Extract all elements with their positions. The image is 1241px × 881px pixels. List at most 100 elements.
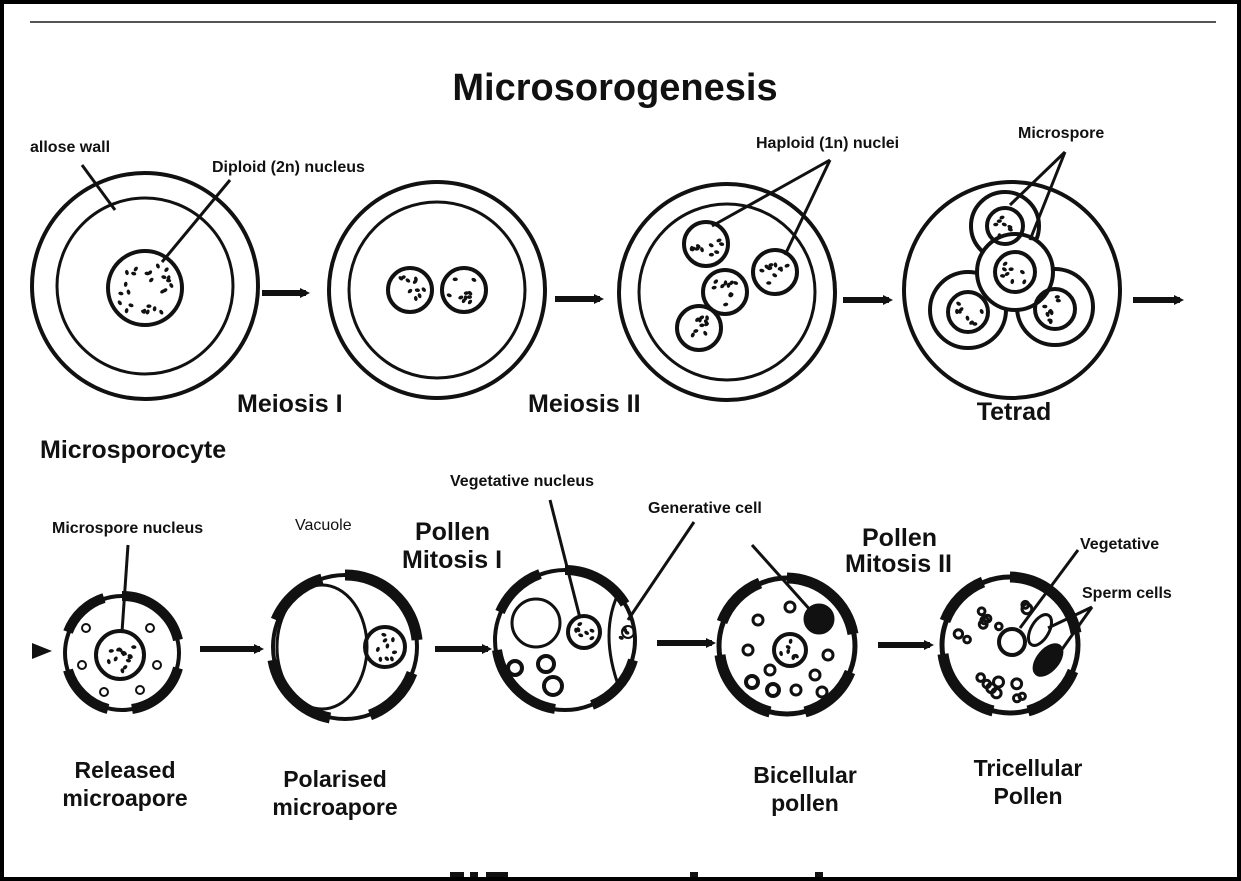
diploid-nucleus-pointer <box>162 180 230 262</box>
chromatin-speck <box>152 306 156 312</box>
microspore-nucleus-chromatin <box>106 645 136 674</box>
chromatin-speck <box>733 280 739 285</box>
organelle-ring <box>964 636 971 643</box>
chromatin-speck <box>405 277 411 283</box>
pollen-mitosis-1-cell <box>495 570 635 710</box>
chromatin-speck <box>788 638 792 644</box>
chromatin-speck <box>168 282 174 288</box>
chromatin-speck <box>784 263 790 268</box>
released-caption-line1: Released <box>74 757 175 783</box>
chromatin-speck <box>163 267 169 273</box>
vegetative-nucleus-pointer <box>550 500 580 618</box>
chromatin-speck <box>779 651 784 657</box>
organelle-ring <box>996 623 1003 630</box>
sperm-cells-label: Sperm cells <box>1082 585 1172 602</box>
chromatin-speck <box>713 279 719 285</box>
chromatin-speck <box>407 288 413 294</box>
chromatin-speck <box>714 250 720 255</box>
chromatin-speck <box>711 285 717 290</box>
bicellular-vegetative-chromatin <box>779 638 800 660</box>
chromatin-speck <box>772 272 778 278</box>
chromatin-speck <box>384 656 390 662</box>
arrow-in-released <box>32 643 52 659</box>
pollen-mitosis-1-label-line1: Pollen <box>415 518 490 546</box>
polarised-caption-line2: microapore <box>272 794 397 820</box>
chromatin-speck <box>378 657 382 662</box>
chromatin-speck <box>161 275 167 280</box>
tricellular-caption-line1: Tricellular <box>974 755 1083 781</box>
haploid-nucleus-2 <box>759 262 790 285</box>
meiosis-2-label: Meiosis II <box>528 390 641 418</box>
chromatin-speck <box>118 291 124 296</box>
chromatin-speck <box>391 637 395 642</box>
chromatin-speck <box>126 289 131 295</box>
generative-cell-pointer <box>628 522 694 620</box>
haploid-nuclei-label: Haploid (1n) nuclei <box>756 135 899 152</box>
allose-wall-label: allose wall <box>30 139 110 156</box>
chromatin-speck <box>124 281 128 287</box>
chromatin-speck <box>113 656 119 662</box>
chromatin-speck <box>106 659 111 665</box>
meiosis-1-chromatin-b <box>446 277 477 305</box>
chromatin-speck <box>766 281 771 285</box>
released-caption-line2: microapore <box>62 785 187 811</box>
chromatin-speck <box>589 628 595 634</box>
chromatin-speck <box>719 242 725 247</box>
organelle-ring <box>954 630 962 638</box>
tricellular-pollen <box>942 577 1078 713</box>
cropped-text-fragment <box>450 872 823 877</box>
chromatin-speck <box>702 330 708 336</box>
meiosis-1-cell <box>329 182 545 398</box>
chromatin-speck <box>699 323 705 327</box>
haploid-nucleus-1 <box>689 238 724 257</box>
pollen-mitosis-2-label-line2: Mitosis II <box>845 550 952 578</box>
chromatin-speck <box>759 268 765 273</box>
diploid-nucleus-label: Diploid (2n) nucleus <box>212 159 365 176</box>
chromatin-speck <box>392 650 398 654</box>
bicellular-caption-line2: pollen <box>771 790 839 816</box>
chromatin-speck <box>421 286 427 292</box>
pollen-mitosis-1-label-line2: Mitosis I <box>402 546 502 574</box>
pollen-mitosis-2-label-line1: Pollen <box>862 524 937 552</box>
chromatin-speck <box>124 308 129 314</box>
polarised-nucleus-chromatin <box>375 632 397 662</box>
chromatin-speck <box>131 271 137 276</box>
chromatin-speck <box>773 262 777 268</box>
chromatin-speck <box>158 309 164 315</box>
tetrad-label: Tetrad <box>977 398 1052 426</box>
diagram-title: Microsorogenesis <box>452 67 777 109</box>
chromatin-speck <box>583 630 589 636</box>
haploid-nucleus-4 <box>690 315 710 338</box>
organelle-ring <box>992 688 1001 697</box>
vacuole-label: Vacuole <box>295 517 352 534</box>
organelle-ring <box>1012 679 1022 689</box>
chromatin-speck <box>467 299 473 305</box>
chromatin-speck <box>108 649 114 653</box>
chromatin-speck <box>389 656 394 662</box>
chromatin-speck <box>155 263 160 269</box>
chromatin-speck <box>578 633 584 638</box>
chromatin-speck <box>415 288 421 292</box>
chromatin-speck <box>133 266 139 272</box>
microsporocyte-cell <box>32 173 258 399</box>
microspore-nucleus-label: Microspore nucleus <box>52 520 203 537</box>
chromatin-speck <box>382 637 388 643</box>
chromatin-speck <box>471 277 477 283</box>
microspore-label: Microspore <box>1018 125 1104 142</box>
chromatin-speck <box>385 643 389 649</box>
chromatin-speck <box>148 277 154 283</box>
tetrad-cell <box>904 182 1120 398</box>
chromatin-speck <box>381 632 387 637</box>
meiosis-1-label: Meiosis I <box>237 390 343 418</box>
chromatin-speck <box>453 277 458 281</box>
chromatin-speck <box>146 304 151 308</box>
chromatin-speck <box>131 645 136 649</box>
chromatin-speck <box>117 300 123 306</box>
chromatin-speck <box>716 238 722 243</box>
microspore-pointer-b <box>1030 152 1065 240</box>
chromatin-speck <box>786 648 791 654</box>
bicellular-caption-line1: Bicellular <box>753 762 857 788</box>
chromatin-speck <box>708 242 714 248</box>
diploid-nucleus-chromatin <box>117 263 174 315</box>
vegetative-nucleus-label: Vegetative nucleus <box>450 473 594 490</box>
